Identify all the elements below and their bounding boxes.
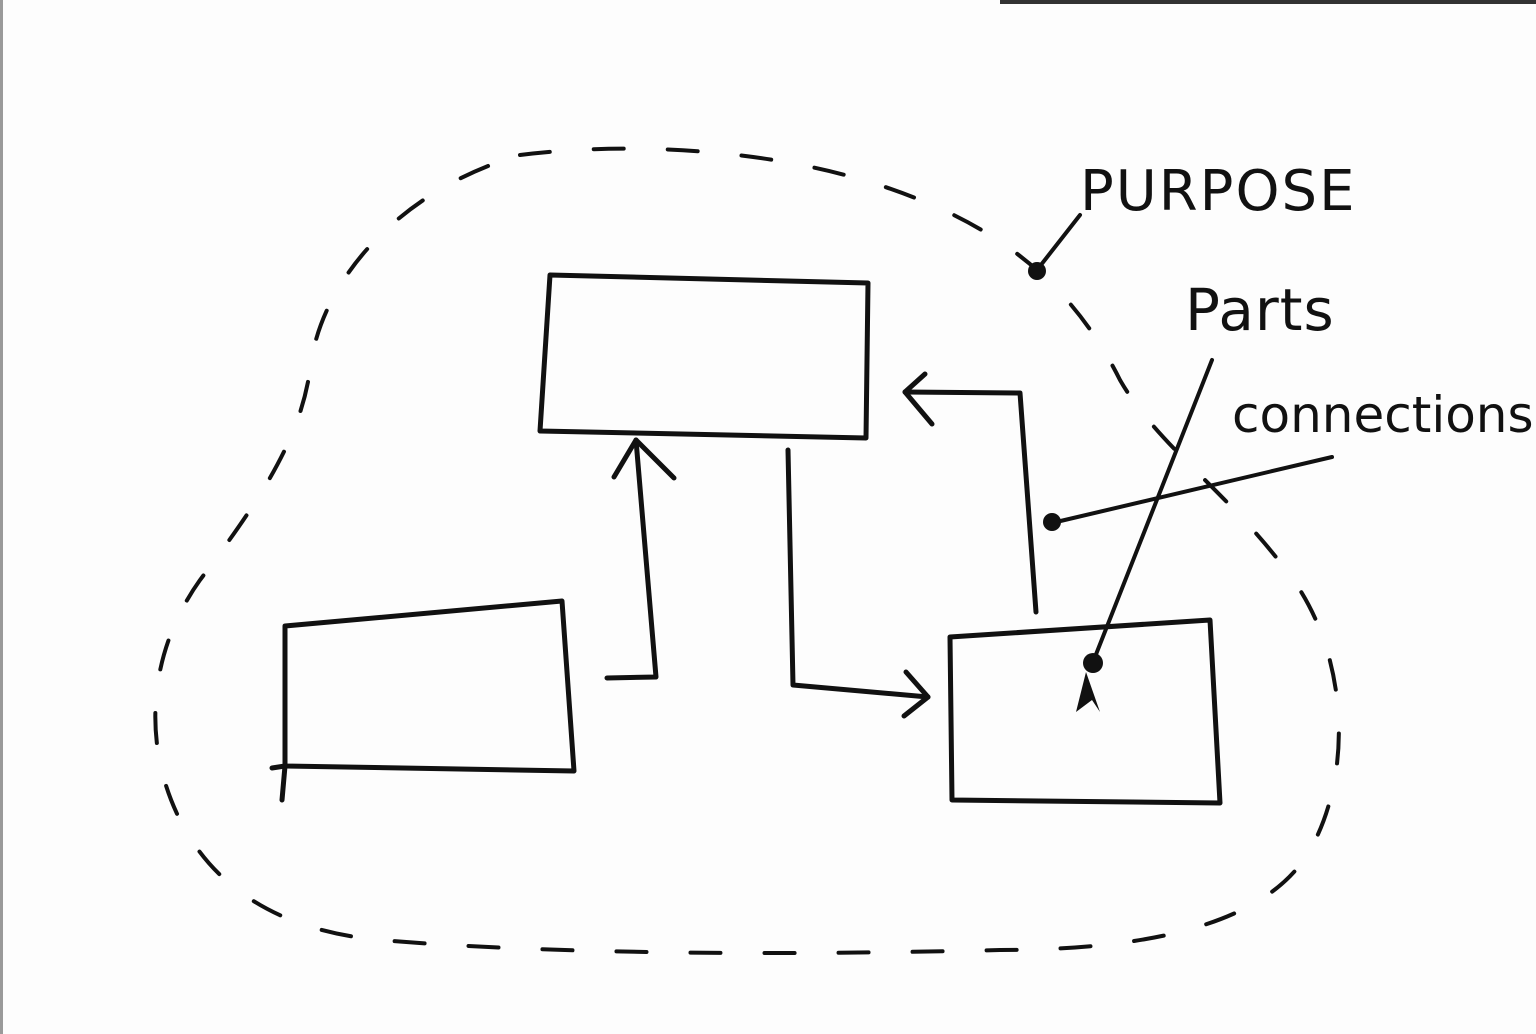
leader-dot-purpose xyxy=(1028,262,1046,280)
part-box-left-tail xyxy=(269,763,288,803)
part-box-top xyxy=(537,272,871,441)
connection-top-to-right xyxy=(785,447,931,700)
system-boundary xyxy=(153,146,1341,955)
leader-parts xyxy=(1091,358,1214,664)
label-connections: connections xyxy=(1232,386,1534,444)
part-box-left xyxy=(282,598,577,774)
arrowhead-left-to-top xyxy=(611,437,677,481)
label-purpose: PURPOSE xyxy=(1080,159,1356,224)
connection-right-to-top xyxy=(902,389,1039,615)
arrowhead-right-to-top xyxy=(902,371,935,427)
arrowhead-top-to-right xyxy=(901,669,931,719)
leader-dot-parts xyxy=(1083,653,1103,673)
part-box-right xyxy=(947,617,1223,806)
leader-purpose xyxy=(1035,213,1082,272)
leader-connections xyxy=(1050,455,1334,525)
connection-left-to-top xyxy=(604,437,659,681)
leader-pin-parts xyxy=(1076,672,1100,712)
leader-dot-connections xyxy=(1043,513,1061,531)
label-parts: Parts xyxy=(1185,276,1335,344)
